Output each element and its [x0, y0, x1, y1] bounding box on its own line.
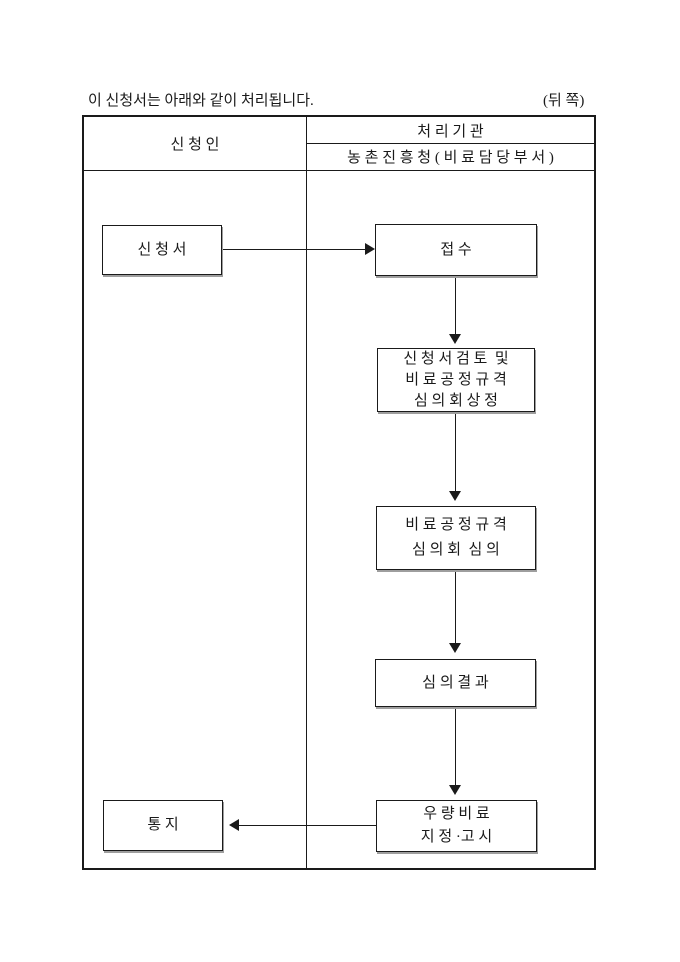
flow-box-notice-label: 통 지 [147, 817, 179, 833]
flow-box-application: 신 청 서 [102, 225, 222, 275]
arrow-review-to-committee-line [455, 412, 456, 491]
flow-box-review-line3: 심 의 회 상 정 [413, 392, 498, 409]
flow-box-result-label: 심 의 결 과 [422, 674, 489, 691]
agency-column-header: 처 리 기 관 [417, 123, 484, 140]
flow-box-committee-deliberation: 비 료 공 정 규 격 심 의 회 심 의 [376, 506, 536, 570]
arrow-committee-to-result-head-icon [449, 643, 461, 653]
page-side-label: (뒤 쪽) [543, 93, 585, 109]
arrow-result-to-designation-line [455, 707, 456, 785]
arrow-committee-to-result-line [455, 570, 456, 643]
arrow-designation-to-notice-head-icon [229, 819, 239, 831]
header-bottom-divider [84, 170, 594, 171]
arrow-application-to-receipt-head-icon [365, 243, 375, 255]
arrow-application-to-receipt-line [223, 249, 366, 250]
arrow-designation-to-notice-line [239, 825, 376, 826]
arrow-receipt-to-review-head-icon [449, 334, 461, 344]
flow-box-designation-line1: 우 량 비 료 [423, 806, 490, 822]
processing-intro-text: 이 신청서는 아래와 같이 처리됩니다. [88, 93, 314, 109]
arrow-receipt-to-review-line [455, 276, 456, 334]
flow-box-review-line2: 비 료 공 정 규 격 [405, 371, 507, 388]
arrow-review-to-committee-head-icon [449, 491, 461, 501]
flow-box-result: 심 의 결 과 [375, 659, 536, 707]
flow-box-receipt-label: 접 수 [440, 241, 472, 258]
flow-box-notice: 통 지 [103, 800, 223, 851]
agency-column-subheader: 농 촌 진 흥 청 ( 비 료 담 당 부 서 ) [347, 150, 554, 166]
flow-box-designation: 우 량 비 료 지 정 ·고 시 [376, 800, 537, 852]
column-divider [306, 117, 307, 868]
applicant-column-header: 신 청 인 [170, 137, 220, 153]
flow-box-committee-line1: 비 료 공 정 규 격 [405, 517, 507, 533]
flow-box-committee-line2: 심 의 회 심 의 [412, 542, 500, 558]
flow-box-designation-line2: 지 정 ·고 시 [420, 829, 493, 845]
flow-box-review: 신 청 서 검 토 및 비 료 공 정 규 격 심 의 회 상 정 [377, 348, 535, 412]
agency-header-divider [307, 143, 594, 144]
flow-box-review-line1: 신 청 서 검 토 및 [403, 350, 509, 367]
flow-box-application-label: 신 청 서 [137, 241, 187, 258]
flow-box-receipt: 접 수 [375, 224, 537, 276]
arrow-result-to-designation-head-icon [449, 785, 461, 795]
